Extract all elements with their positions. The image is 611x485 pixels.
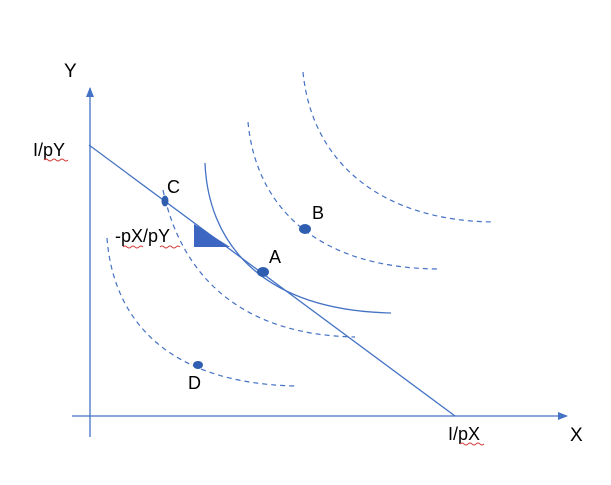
budget-line bbox=[88, 144, 456, 417]
point-a-label: A bbox=[269, 247, 281, 267]
slope-label: -pX/pY bbox=[115, 226, 170, 246]
point-b-label: B bbox=[312, 203, 324, 223]
point-c-marker bbox=[161, 195, 169, 207]
point-b-marker bbox=[299, 224, 311, 234]
indifference-curve-a bbox=[204, 162, 392, 314]
slope-spellcheck-squiggle-1 bbox=[122, 245, 144, 249]
slope-triangle bbox=[194, 224, 230, 247]
x-axis-label: X bbox=[570, 425, 583, 446]
point-d-label: D bbox=[188, 373, 201, 393]
point-a-marker bbox=[257, 267, 269, 277]
point-c-label: C bbox=[167, 177, 180, 197]
x-intercept-label: I/pX bbox=[448, 424, 480, 444]
point-d-marker bbox=[193, 361, 203, 369]
y-intercept-spellcheck-squiggle bbox=[43, 158, 69, 162]
x-intercept-spellcheck-squiggle bbox=[459, 442, 485, 446]
y-axis-label: Y bbox=[64, 61, 77, 82]
indifference-curve-highest bbox=[302, 71, 495, 223]
slope-spellcheck-squiggle-2 bbox=[159, 245, 181, 249]
indifference-curve-d bbox=[106, 237, 296, 387]
indifference-curve-c bbox=[162, 189, 356, 338]
y-intercept-label: I/pY bbox=[33, 140, 65, 160]
